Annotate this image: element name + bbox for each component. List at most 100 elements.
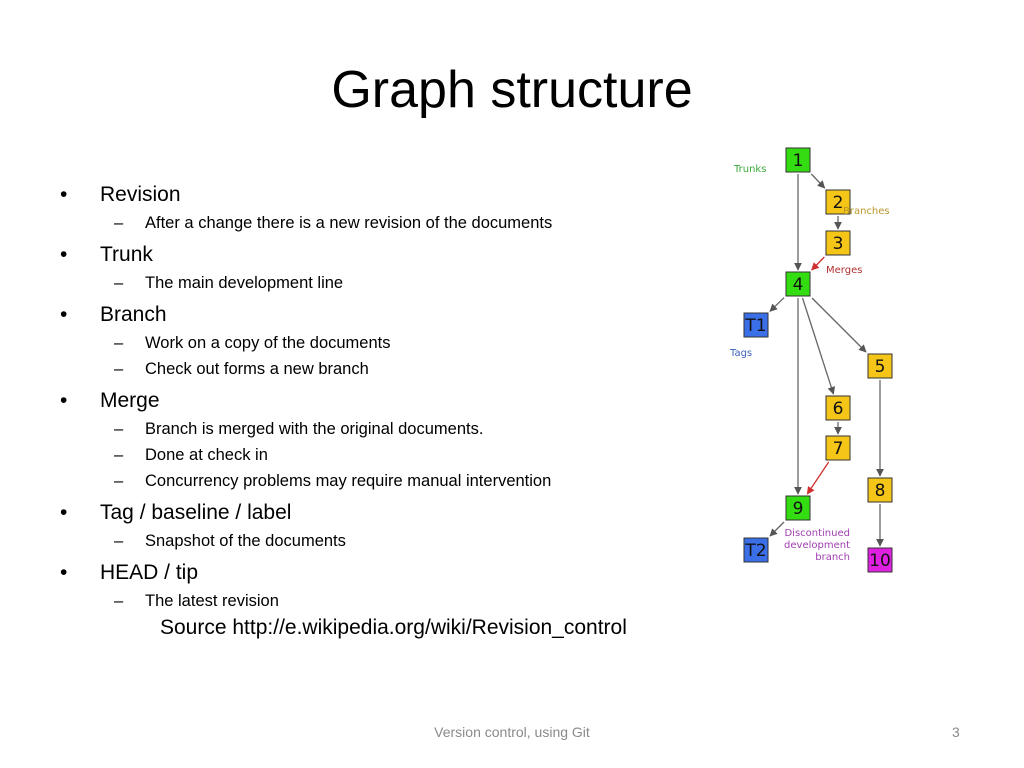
node-6: 6 [825,395,851,421]
sub-bullet-item: – The main development line [100,270,700,296]
node-box [825,230,851,256]
node-label: 10 [869,551,891,571]
node-box [785,495,811,521]
node-label: T2 [744,541,766,561]
tags-label: Tags [729,348,752,359]
sub-bullet-text: Snapshot of the documents [145,532,346,550]
bullet-item: • Tag / baseline / label –Snapshot of the … [60,500,700,554]
node-box [825,435,851,461]
page-number: 3 [952,724,960,740]
node-box [825,189,851,215]
sub-bullet-text: The main development line [145,274,344,292]
node-label: 3 [833,234,844,254]
bullet-item: • Trunk – The main development line [60,242,700,296]
trunks-label: Trunks [733,164,766,175]
bullet-item: •Branch–Work on a copy of the documents–… [60,302,700,382]
bullet-text: Tag / baseline / label [100,501,292,524]
sub-bullet-text: Work on a copy of the documents [145,334,391,352]
node-8: 8 [867,477,893,503]
merge-edge [806,461,830,495]
node-label: 7 [833,439,844,459]
bullet-item: • HEAD / tip – The latest revision [60,560,700,614]
graph-edge [811,297,867,353]
sub-bullet-item: – Work on a copy of the documents [100,330,700,356]
bullet-marker: • [60,303,68,326]
bullet-marker: • [60,243,68,266]
graph-edge [810,173,826,189]
sub-bullet-list: – After a change there is a new revision … [100,210,700,236]
bullet-text: HEAD / tip [100,561,199,584]
node-box [867,353,893,379]
node-box [825,395,851,421]
node-label: 1 [793,151,804,171]
dash-marker: – [114,214,124,232]
sub-bullet-text: After a change there is a new revision o… [145,214,553,232]
node-box [743,537,769,563]
bullet-marker: • [60,183,68,206]
node-label: 4 [793,275,804,295]
node-4: 4 [785,271,811,297]
sub-bullet-item: –Snapshot of the documents [100,528,700,554]
node-7: 7 [825,435,851,461]
node-box [785,271,811,297]
node-t2: T2 [743,537,769,563]
branches-label: Branches [843,206,890,217]
node-box [867,547,893,573]
sub-bullet-text: Check out forms a new branch [145,360,369,378]
bullet-text: Trunk [100,243,153,266]
discontinued-label-line: development [784,540,850,551]
node-3: 3 [825,230,851,256]
dash-marker: – [114,472,124,490]
sub-bullet-text: The latest revision [145,592,279,610]
node-box [785,147,811,173]
sub-bullet-text: Concurrency problems may require manual … [145,472,552,490]
bullet-marker: • [60,501,68,524]
dash-marker: – [114,334,124,352]
sub-bullet-list: – Work on a copy of the documents – Check o… [100,330,700,382]
node-label: 2 [833,193,844,213]
sub-bullet-item: – Check out forms a new branch [100,356,700,382]
dash-marker: – [114,420,124,438]
bullet-item: • Merge – Branch is merged with the origina… [60,388,700,494]
sub-bullet-item: – The latest revision [100,588,700,614]
bullet-item: • Revision – After a change there is a new … [60,182,700,236]
footer-text: Version control, using Git [434,724,590,740]
discontinued-label-line: Discontinued [784,528,850,539]
node-label: T1 [744,316,766,336]
sub-bullet-text: Done at check in [145,446,268,464]
merges-label: Merges [826,265,862,276]
sub-bullet-item: – Branch is merged with the original docu… [100,416,700,442]
sub-bullet-list: –Snapshot of the documents [100,528,700,554]
dash-marker: – [114,446,124,464]
bullet-text: Revision [100,183,181,206]
dash-marker: – [114,360,124,378]
slide-title: Graph structure [331,61,693,119]
dash-marker: – [114,592,124,610]
sub-bullet-item: – Done at check in [100,442,700,468]
graph-edge [769,297,785,312]
merge-edge [811,256,825,271]
node-box [867,477,893,503]
dash-marker: – [114,274,124,292]
sub-bullet-item: – After a change there is a new revision … [100,210,700,236]
sub-bullet-text: Branch is merged with the original docum… [145,420,484,438]
revision-graph-diagram: 1 2 3 4T1 5 6 7 8 9T2 10 TrunksBranchesMergesTags… [729,147,893,573]
bullet-marker: • [60,561,68,584]
discontinued-label-line: branch [815,552,850,563]
node-5: 5 [867,353,893,379]
sub-bullet-list: – The latest revision [100,588,700,614]
node-label: 9 [793,499,804,519]
sub-bullet-list: – The main development line [100,270,700,296]
bullet-text: Merge [100,389,160,412]
node-label: 5 [875,357,886,377]
node-2: 2 [825,189,851,215]
bullet-text: Branch [100,303,167,326]
node-box [743,312,769,338]
bullet-marker: • [60,389,68,412]
node-label: 8 [875,481,886,501]
node-10: 10 [867,547,893,573]
node-1: 1 [785,147,811,173]
sub-bullet-item: – Concurrency problems may require manual… [100,468,700,494]
bullet-list: • Revision – After a change there is a new … [60,182,700,614]
node-label: 6 [833,399,844,419]
